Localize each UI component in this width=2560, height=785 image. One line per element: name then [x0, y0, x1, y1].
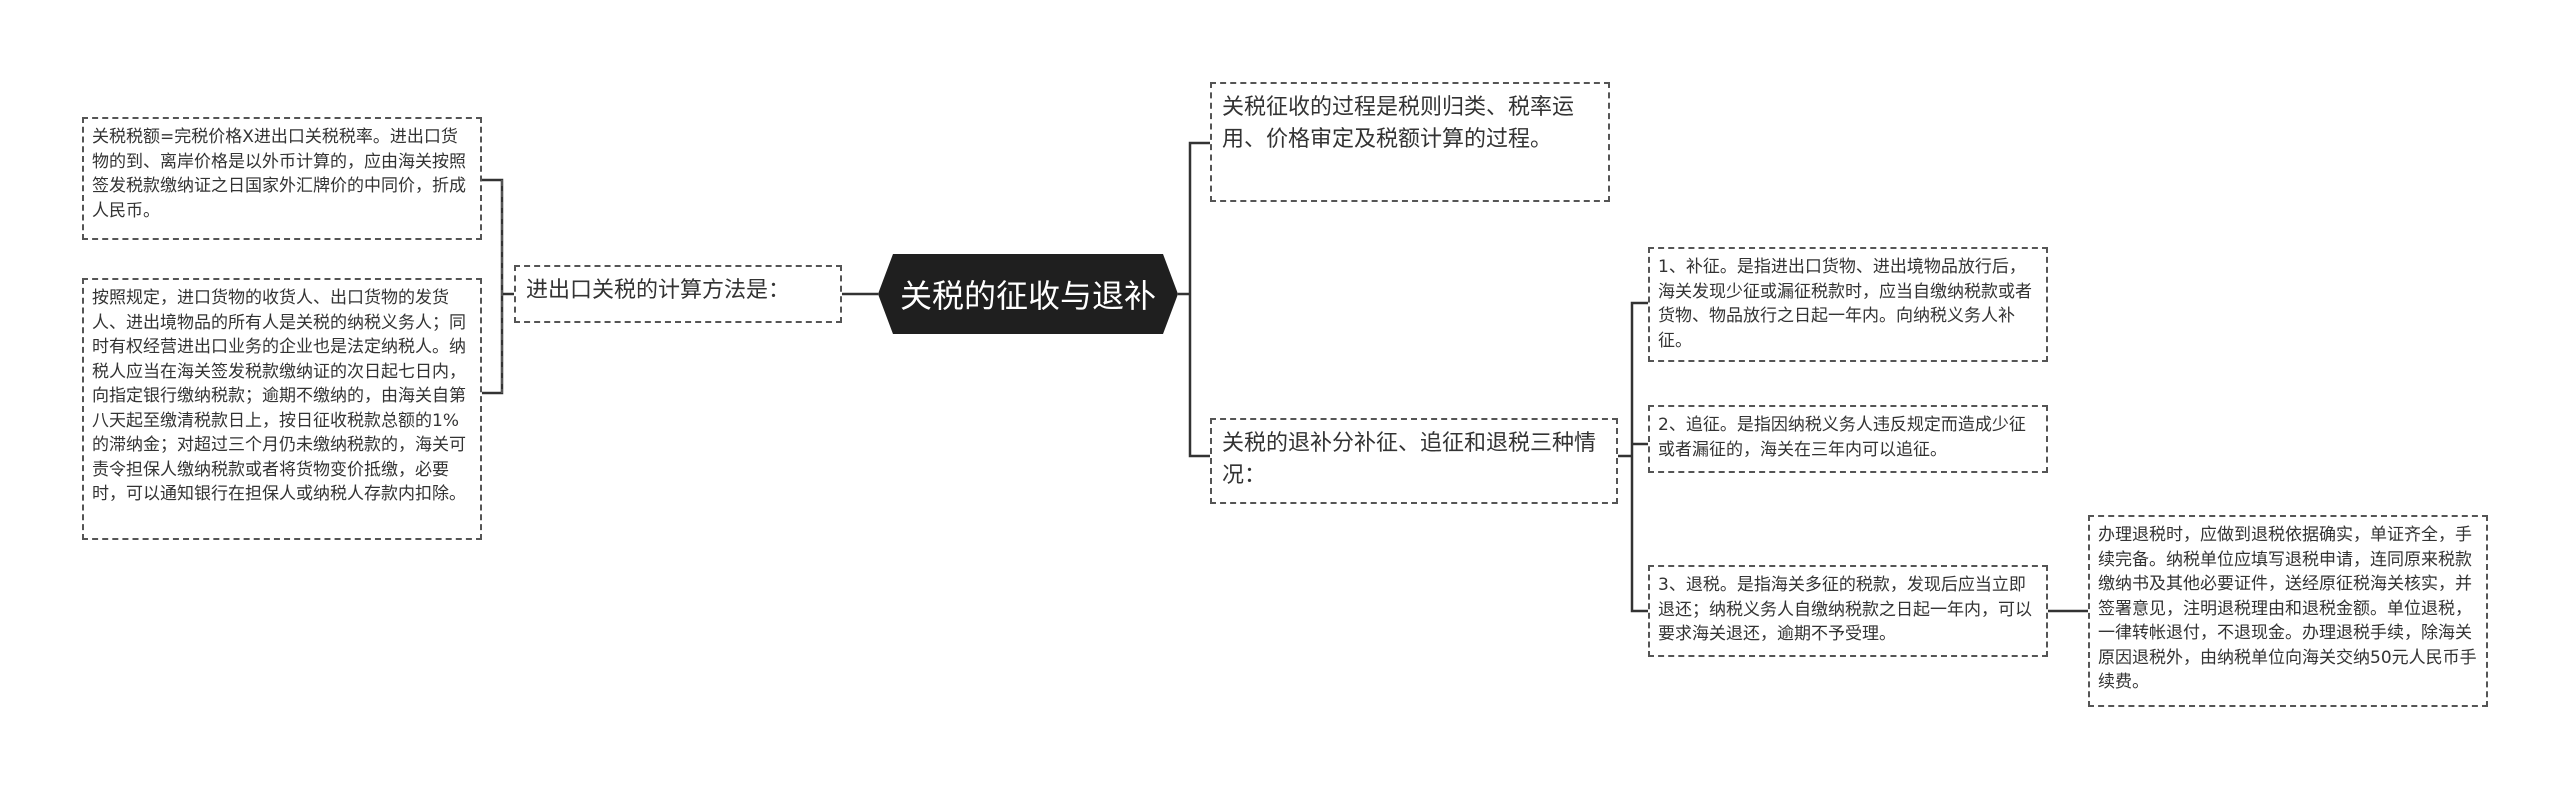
left-branch-label[interactable]: 进出口关税的计算方法是：: [514, 265, 842, 323]
right-item-recovery[interactable]: 2、追征。是指因纳税义务人违反规定而造成少征或者漏征的，海关在三年内可以追征。: [1648, 405, 2048, 473]
right-top-process[interactable]: 关税征收的过程是税则归类、税率运用、价格审定及税额计算的过程。: [1210, 82, 1610, 202]
right-item-refund[interactable]: 3、退税。是指海关多征的税款，发现后应当立即退还；纳税义务人自缴纳税款之日起一年…: [1648, 565, 2048, 657]
right-item-supplement[interactable]: 1、补征。是指进出口货物、进出境物品放行后，海关发现少征或漏征税款时，应当自缴纳…: [1648, 247, 2048, 362]
left-item-formula[interactable]: 关税税额=完税价格X进出口关税税率。进出口货物的到、离岸价格是以外币计算的，应由…: [82, 117, 482, 240]
refund-detail[interactable]: 办理退税时，应做到退税依据确实，单证齐全，手续完备。纳税单位应填写退税申请，连同…: [2088, 515, 2488, 707]
root-topic[interactable]: 关税的征收与退补: [878, 254, 1178, 334]
link-right-bracket: [1618, 301, 1648, 613]
link-left-bracket: [482, 178, 514, 395]
link-root-right: [1178, 141, 1210, 458]
left-item-rules[interactable]: 按照规定，进口货物的收货人、出口货物的发货人、进出境物品的所有人是关税的纳税义务…: [82, 278, 482, 540]
right-branch-label[interactable]: 关税的退补分补征、追征和退税三种情况：: [1210, 418, 1618, 504]
